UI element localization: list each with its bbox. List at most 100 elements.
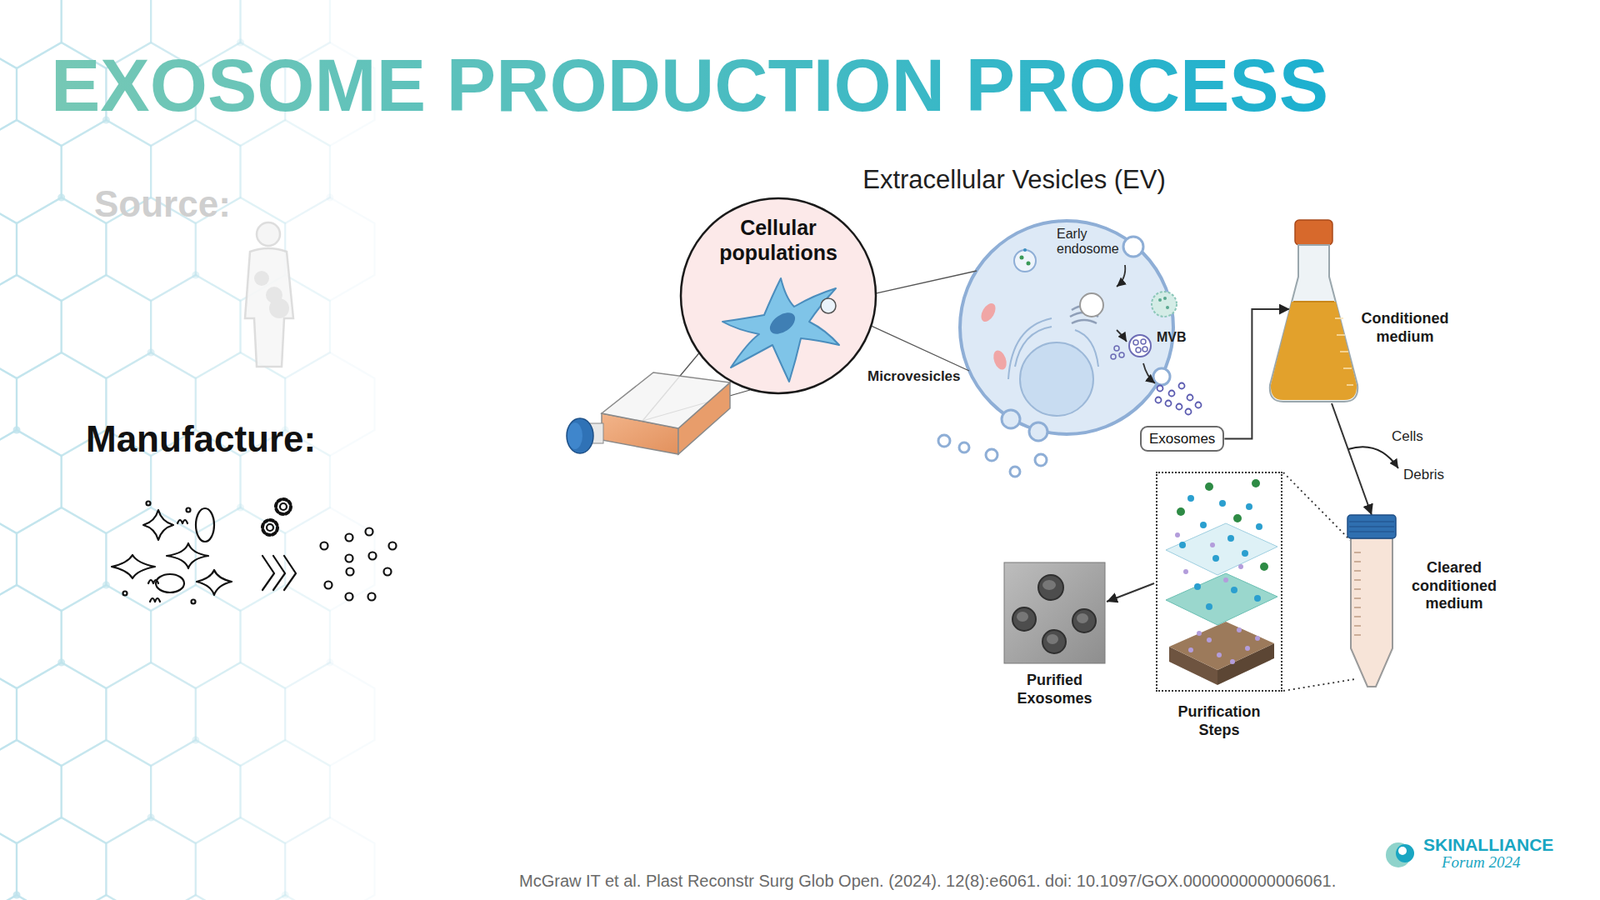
hexagon-pattern-part	[281, 891, 290, 900]
hexagon-pattern-part	[285, 662, 375, 766]
hexagon-pattern-part	[150, 275, 240, 379]
purification-layers-part-part	[1251, 479, 1260, 488]
cell-diagram-part	[1001, 410, 1020, 429]
erlenmeyer-flask-part-part	[1335, 317, 1344, 320]
hexagon-pattern-part	[195, 817, 285, 900]
manufacture-icon-part	[280, 503, 287, 510]
exosome-micrograph-part-part	[1042, 630, 1066, 654]
hexagon-pattern-part	[13, 426, 21, 435]
cell-diagram-part	[1142, 346, 1148, 352]
logo-icon	[1385, 842, 1415, 868]
conical-tube-part-part	[1354, 551, 1361, 553]
cell-diagram-part	[990, 348, 1009, 371]
manufacture-icon-part	[146, 501, 151, 506]
purification-box: Purification Steps	[1155, 471, 1283, 692]
conical-tube-part-part	[1354, 579, 1361, 580]
manufacture-icon-part	[262, 555, 275, 590]
cell-diagram-part-part	[1165, 400, 1172, 407]
erlenmeyer-flask-part	[1293, 300, 1335, 303]
conical-tube-part-part	[1354, 570, 1361, 571]
manufacture-icon-part	[195, 508, 215, 542]
exosome-micrograph-part	[1016, 580, 1089, 645]
manufacture-icon-part	[196, 570, 232, 595]
purification-layers-part	[1176, 479, 1269, 571]
manufacture-icon-part	[273, 555, 285, 590]
cell-diagram-part	[1015, 326, 1052, 367]
purification-layers-part-part	[1227, 535, 1235, 542]
hexagon-pattern-part	[0, 197, 17, 301]
diagram-heading: Extracellular Vesicles (EV)	[822, 165, 1206, 195]
manufacture-icon-part	[284, 555, 296, 590]
hexagon-pattern-part	[150, 585, 240, 689]
manufacture-icon-part	[275, 499, 291, 515]
cell-diagram-part	[938, 435, 1047, 477]
conical-tube-part-part	[1349, 531, 1395, 533]
hexagon-pattern-part	[0, 275, 62, 379]
purification-layers-part-part	[1205, 603, 1213, 610]
cell-diagram-part-part	[1035, 454, 1047, 466]
purification-layers-part-part	[1245, 645, 1250, 651]
cell-diagram-part	[1116, 330, 1127, 342]
cell-diagram-part	[978, 300, 999, 325]
erlenmeyer-flask	[1265, 218, 1363, 404]
purification-layers-part-part	[1255, 635, 1260, 641]
cell-diagram-part	[1119, 352, 1125, 358]
cell-circle-art-part	[820, 298, 836, 314]
erlenmeyer-flask-part	[1270, 301, 1357, 400]
culture-flask-part	[566, 418, 594, 454]
purification-layers-part-part	[1254, 595, 1261, 602]
person-silhouette-part	[254, 270, 270, 286]
erlenmeyer-flask-part-part	[1336, 334, 1345, 336]
erlenmeyer-flask-part-part	[1343, 367, 1352, 370]
hexagon-pattern-part	[57, 194, 65, 202]
conical-tube-part-part	[1349, 521, 1395, 523]
purification-layers-part-part	[1205, 482, 1214, 491]
conical-tube-part-part	[1354, 615, 1361, 617]
exosome-micrograph-part-part	[1038, 575, 1064, 600]
exosome-micrograph-part-part	[1042, 580, 1056, 590]
cell-diagram-part	[1123, 236, 1144, 257]
cell-diagram-part	[1023, 248, 1027, 252]
hexagon-pattern-part	[61, 585, 151, 689]
exosome-micrograph-part-part	[1046, 634, 1059, 645]
hexagon-pattern-part	[325, 659, 334, 667]
cell-diagram-part	[1135, 347, 1141, 353]
node-title: Cellular populations	[699, 215, 858, 265]
zoom-lines-part	[1283, 472, 1352, 542]
cell-diagram-part	[1165, 305, 1170, 310]
hexagon-pattern-part	[16, 507, 106, 611]
manufacture-icon-part	[166, 543, 209, 569]
erlenmeyer-flask-part-part	[1340, 350, 1349, 353]
purification-layers-part-part	[1176, 507, 1185, 516]
purification-layers-part	[1169, 621, 1275, 670]
purification-layers-part-part	[1210, 542, 1215, 548]
hexagon-pattern-part	[13, 891, 21, 900]
manufacture-icon	[111, 499, 397, 605]
cell-diagram-part	[1133, 340, 1139, 345]
hexagon-pattern-part	[0, 585, 62, 689]
logo-icon-part	[1395, 844, 1415, 863]
hexagon-pattern-part	[0, 817, 17, 900]
citation-caption: McGraw IT et al. Plast Reconstr Surg Glo…	[519, 871, 1336, 891]
cell-diagram-part	[1110, 354, 1116, 360]
manufacture-icon-part	[155, 574, 185, 593]
cell-circle-art-part	[765, 308, 799, 339]
cell-diagram-part	[960, 220, 1174, 435]
purification-layers-part-part	[1219, 500, 1226, 507]
hexagon-pattern-part	[0, 662, 17, 766]
node-label: Conditioned medium	[1356, 310, 1454, 346]
conditioned-medium-flask: Conditioned medium	[1265, 218, 1363, 404]
person-silhouette-part	[245, 248, 294, 367]
purification-layers-part-part	[1238, 564, 1244, 570]
exosome-box: Exosomes	[1140, 425, 1225, 452]
conical-tube-part-part	[1354, 560, 1361, 562]
erlenmeyer-flask-part	[1295, 220, 1333, 245]
cell-circle-art-part	[722, 278, 840, 382]
conical-tube-part	[1350, 538, 1393, 687]
cell-diagram-part-part	[1179, 383, 1185, 390]
purification-layers-part	[1175, 532, 1260, 665]
hexagon-pattern-part	[0, 740, 62, 844]
purification-layers-part-part	[1212, 555, 1220, 562]
